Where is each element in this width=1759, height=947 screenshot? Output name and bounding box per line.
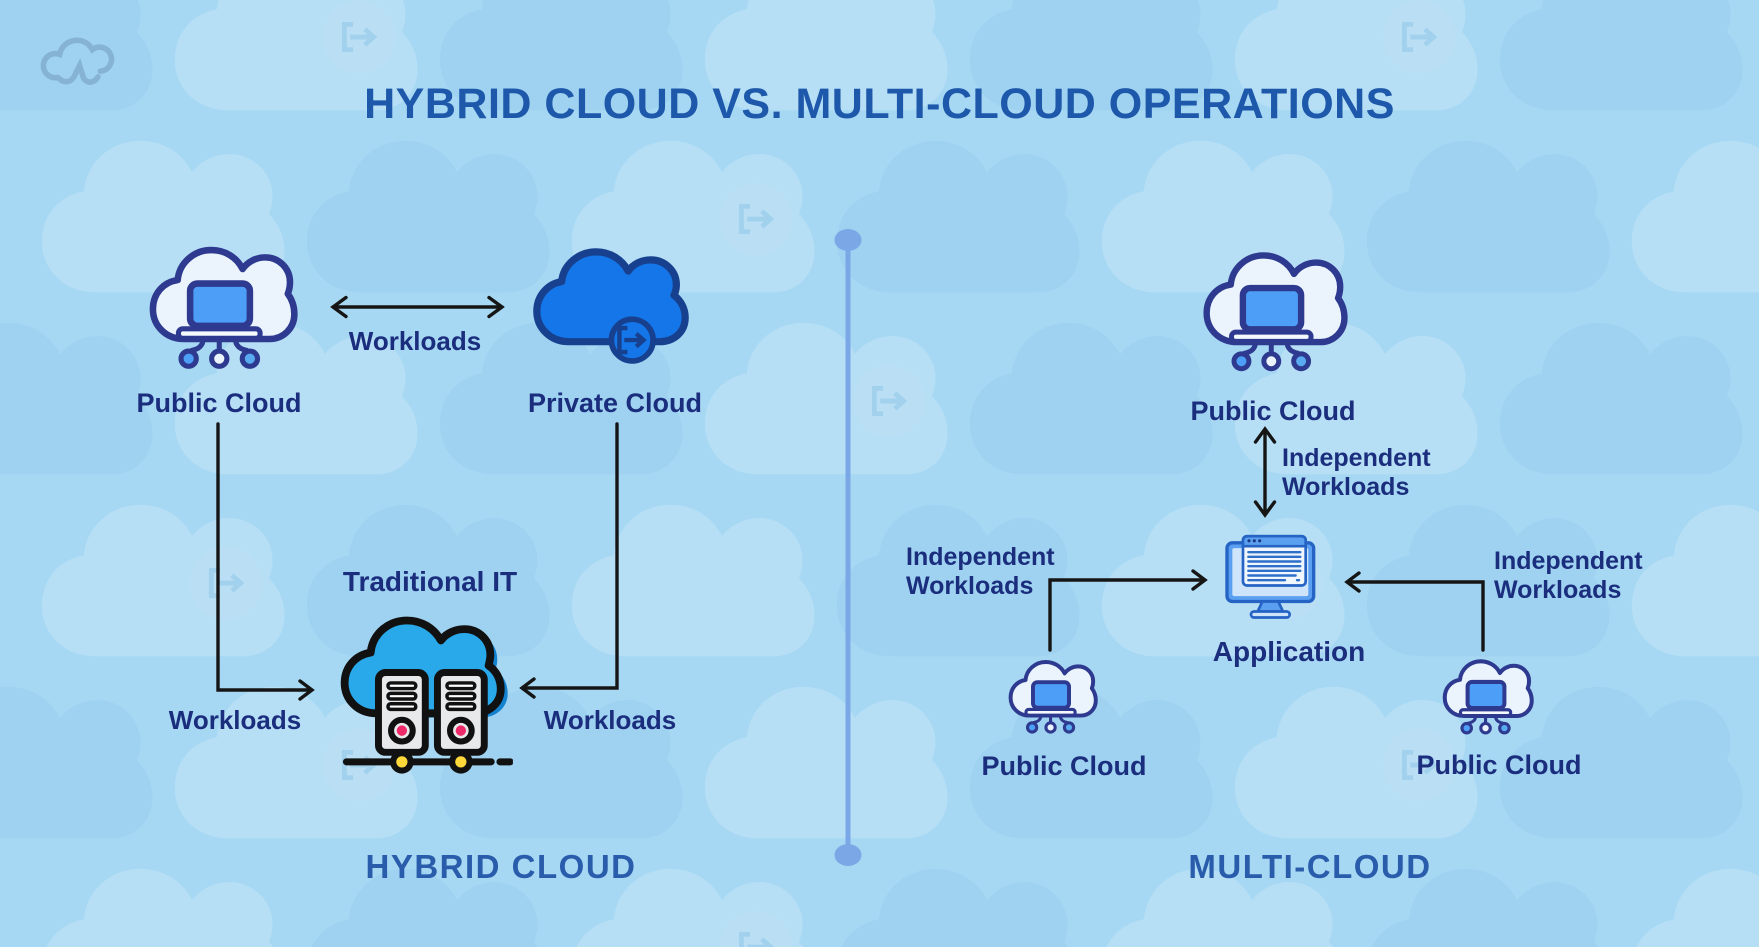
hybrid-private-cloud-label: Private Cloud [527,388,703,418]
hybrid-private-cloud-icon [524,238,694,370]
hybrid-public-cloud-icon [142,230,298,378]
hybrid-traditional-it-icon [335,604,513,774]
hybrid-traditional-it-label: Traditional IT [342,566,518,597]
multi-application-label: Application [1212,636,1366,667]
independent-workloads-top-line1: Independent [1282,444,1431,472]
hybrid-public-cloud-label: Public Cloud [136,388,302,418]
multi-public-cloud-right-icon [1438,650,1534,739]
independent-workloads-right-label: Independent Workloads [1494,547,1643,605]
workloads-left-label: Workloads [168,705,302,735]
multi-public-cloud-top-icon [1196,236,1348,380]
multi-section-label: MULTI-CLOUD [1188,848,1432,885]
independent-workloads-right-line1: Independent [1494,547,1643,575]
multi-public-cloud-left-label: Public Cloud [981,751,1147,781]
page-title: HYBRID CLOUD VS. MULTI-CLOUD OPERATIONS [364,80,1395,128]
multi-public-cloud-left-icon [1004,650,1098,739]
workloads-right-label: Workloads [543,705,677,735]
brand-logo-icon [40,37,115,85]
multi-public-cloud-top-label: Public Cloud [1190,396,1356,426]
independent-workloads-left-line2: Workloads [906,572,1034,600]
independent-workloads-left-label: Independent Workloads [906,543,1055,601]
independent-workloads-right-line2: Workloads [1494,576,1622,604]
independent-workloads-top-label: Independent Workloads [1282,444,1431,502]
hybrid-section-label: HYBRID CLOUD [365,848,637,885]
independent-workloads-top-line2: Workloads [1282,473,1410,501]
workloads-top-label: Workloads [348,326,482,356]
multi-application-icon [1221,527,1321,624]
multi-public-cloud-right-label: Public Cloud [1416,750,1582,780]
independent-workloads-left-line1: Independent [906,543,1055,571]
